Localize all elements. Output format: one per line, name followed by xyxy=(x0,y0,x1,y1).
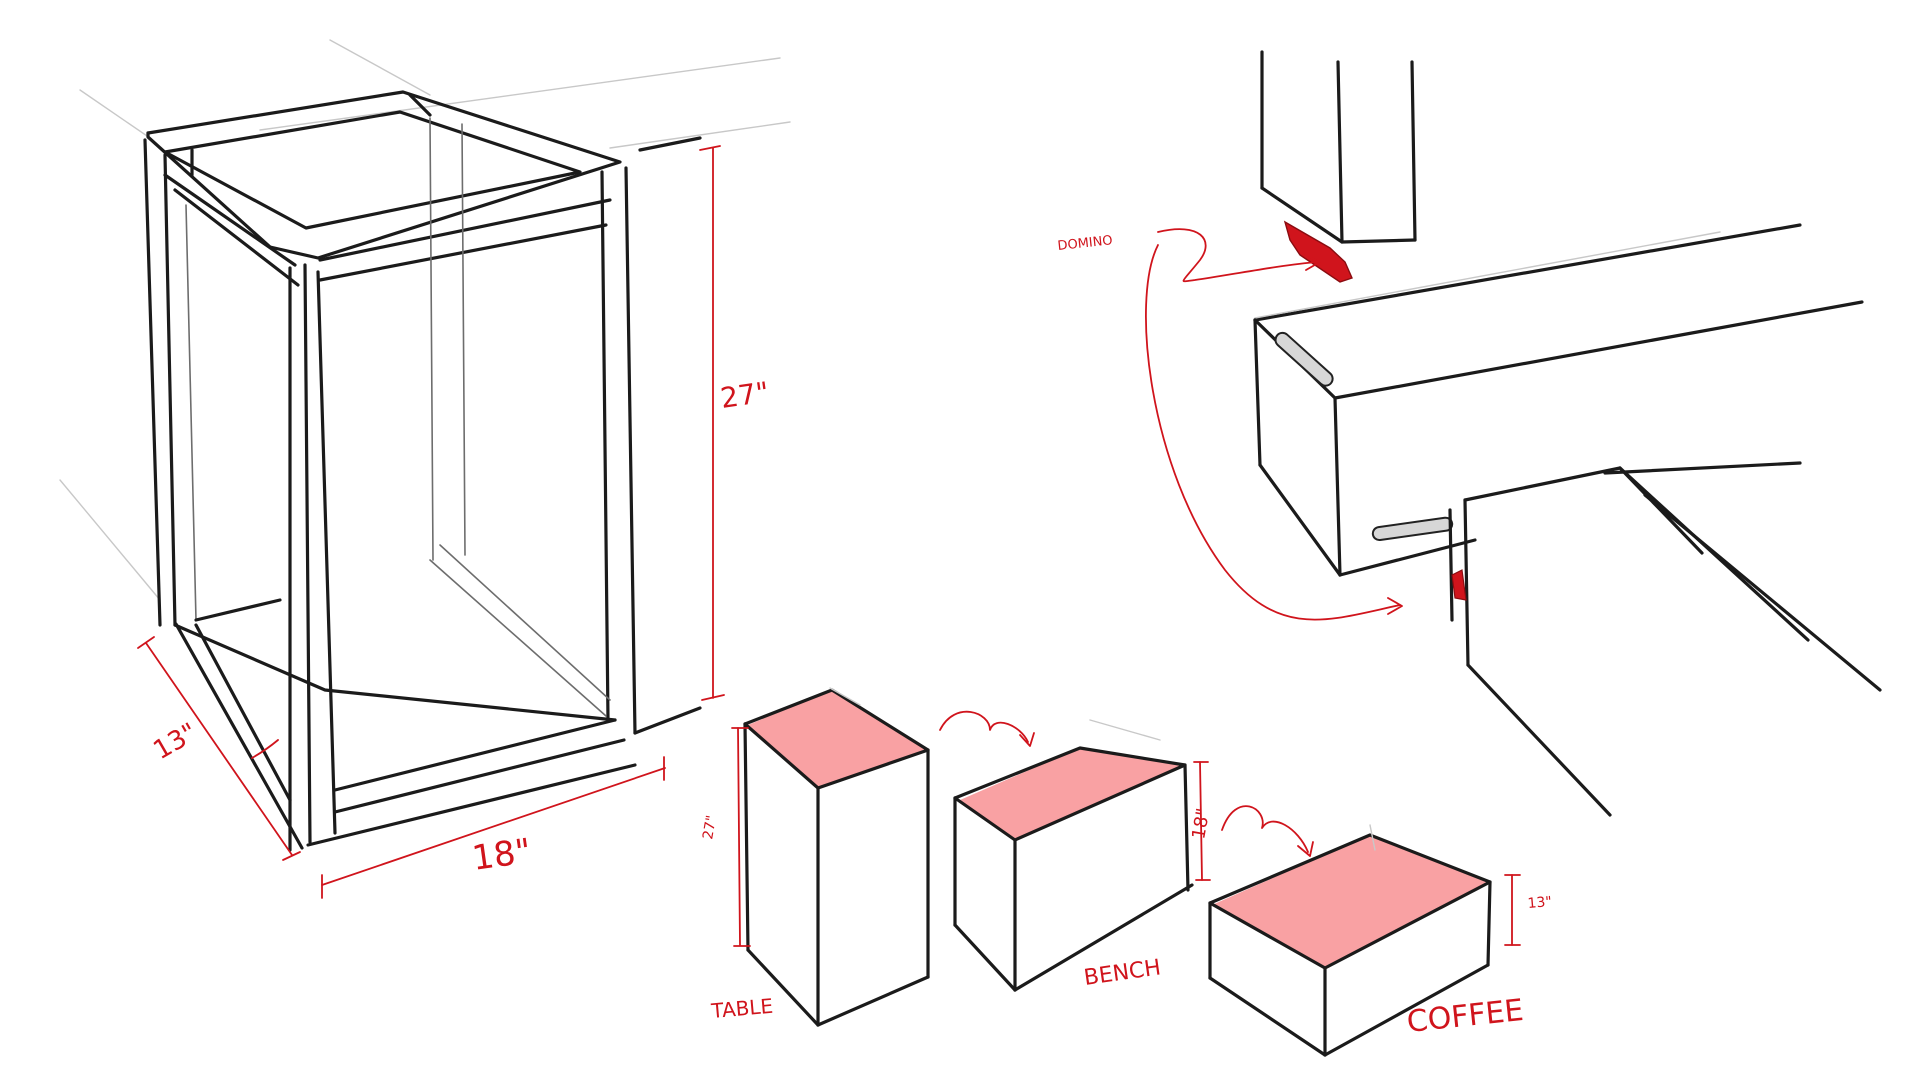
domino-label: DOMINO xyxy=(1057,233,1114,254)
frame-cube xyxy=(59,39,791,852)
block-bench xyxy=(953,719,1211,992)
joint-detail xyxy=(1145,50,1882,817)
arrow-domino-bottom xyxy=(1145,244,1401,621)
mortise-slot-top xyxy=(1274,331,1334,387)
arrow-domino-top xyxy=(1157,228,1319,283)
frame-dimensions xyxy=(137,145,725,899)
dimension-height-label: 27" xyxy=(718,376,771,415)
block-table-height-label: 27" xyxy=(700,814,720,841)
arrow-table-to-bench xyxy=(939,710,1029,743)
block-table xyxy=(731,687,930,1027)
dimension-width-label: 18" xyxy=(470,831,534,879)
block-coffee-height-label: 13" xyxy=(1527,894,1553,912)
block-coffee xyxy=(1208,824,1521,1057)
block-bench-name: BENCH xyxy=(1082,955,1162,991)
dimension-depth-label: 13" xyxy=(149,718,203,767)
mortise-slot-side xyxy=(1371,516,1454,542)
domino-tenon xyxy=(1283,220,1353,283)
block-table-name: TABLE xyxy=(709,994,774,1023)
arrow-bench-to-coffee xyxy=(1221,805,1309,853)
domino-tenon-side xyxy=(1451,569,1467,601)
block-bench-height-label: 18" xyxy=(1188,807,1214,841)
